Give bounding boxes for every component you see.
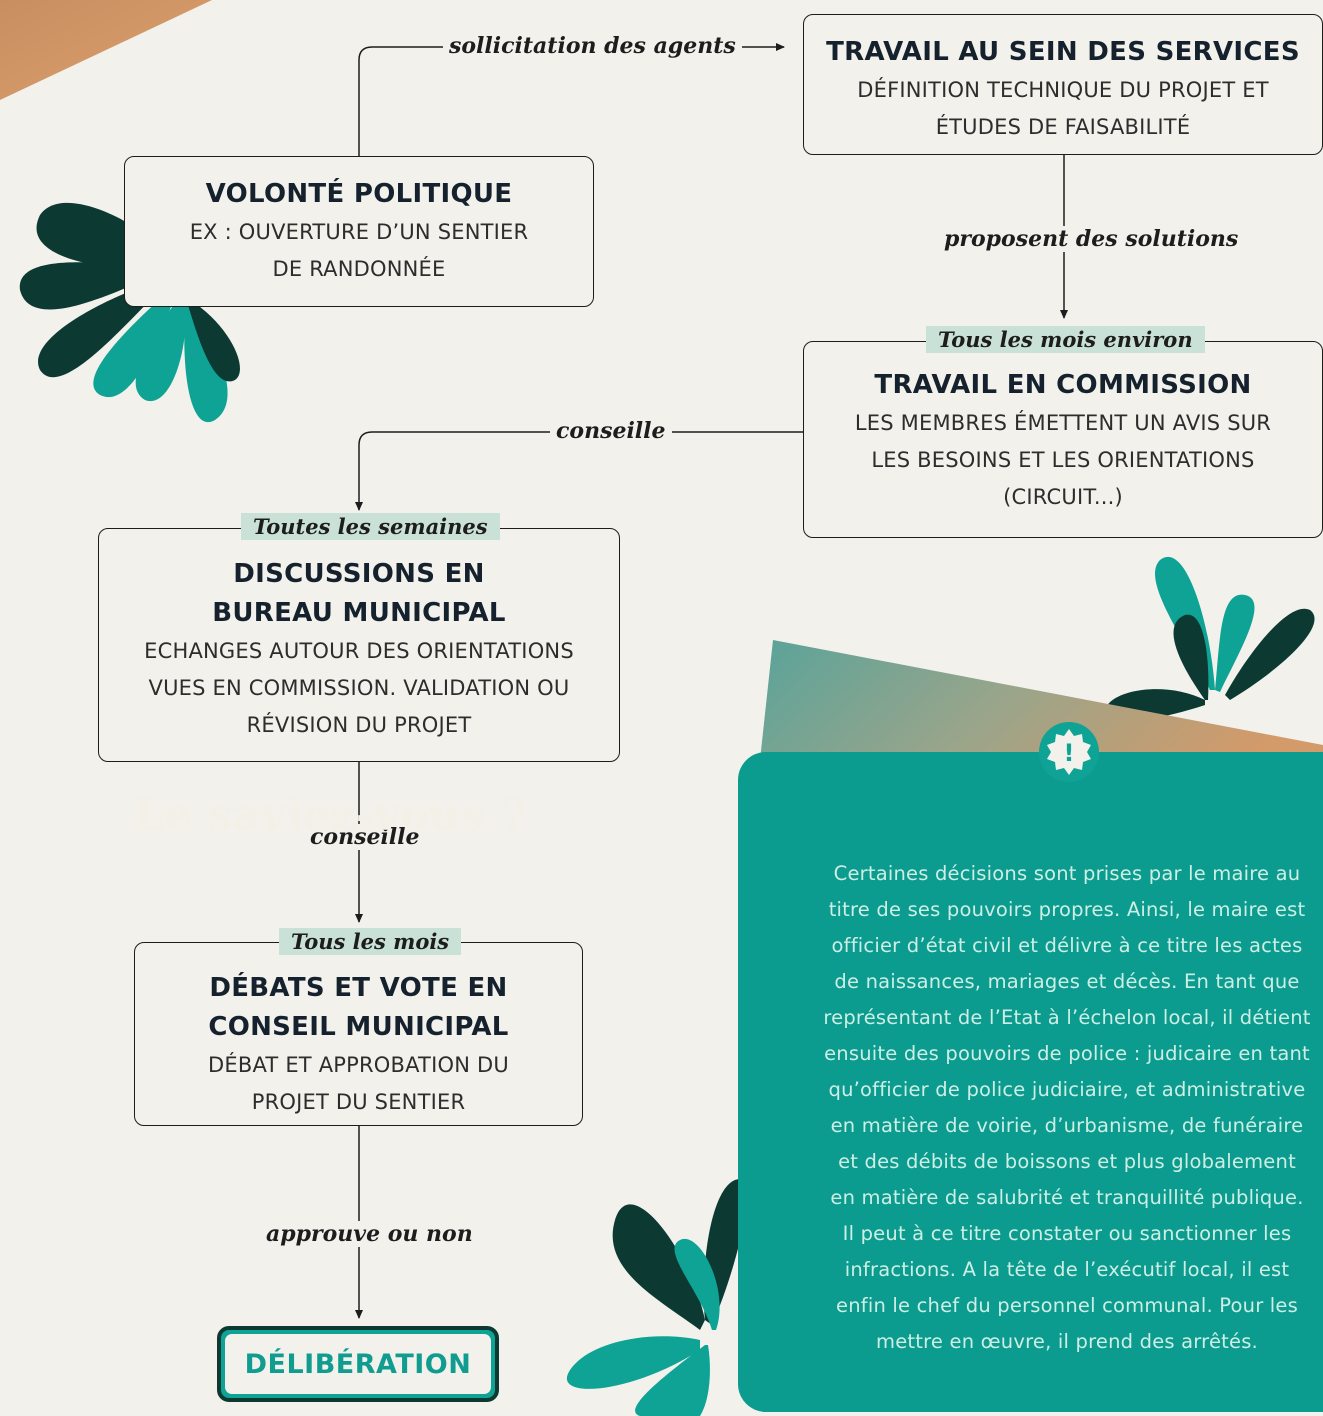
info-card [738,752,1323,1412]
edge-label-conseille-1: conseille [550,418,672,444]
edge-label-conseille-2: conseille [304,824,426,850]
node-desc-line: ÉTUDES DE FAISABILITÉ [935,114,1191,139]
node-title: VOLONTÉ POLITIQUE [205,179,513,209]
edge-label-sollicitation: sollicitation des agents [443,33,742,59]
node-title-line: BUREAU MUNICIPAL [212,598,506,628]
orange-corner [0,0,212,100]
node-title: TRAVAIL AU SEIN DES SERVICES [826,37,1300,67]
info-line: Certaines décisions sont prises par le m… [833,862,1301,885]
node-desc-line: PROJET DU SENTIER [251,1089,466,1114]
info-line: et des débits de boissons et plus global… [838,1150,1296,1173]
node-desc-line: RÉVISION DU PROJET [246,712,472,737]
frequency-tag-commission: Tous les mois environ [926,326,1205,353]
info-line: officier d’état civil et délivre à ce ti… [831,934,1303,957]
node-deliberation: DÉLIBÉRATION [217,1326,499,1402]
leaf-cluster-right [1104,556,1315,722]
info-line: en matière de voirie, d’urbanisme, de fu… [830,1114,1304,1137]
node-desc-line: DE RANDONNÉE [272,256,446,281]
edge-label-proposent: proposent des solutions [938,226,1245,252]
info-line: mettre en œuvre, il prend des arrêtés. [876,1330,1258,1353]
node-title-line: DÉBATS ET VOTE EN [209,973,508,1003]
node-volonte-politique: VOLONTÉ POLITIQUE EX : OUVERTURE D’UN SE… [124,156,594,307]
node-travail-services: TRAVAIL AU SEIN DES SERVICES DÉFINITION … [803,14,1323,155]
node-title-line: CONSEIL MUNICIPAL [208,1012,509,1042]
node-desc-line: LES MEMBRES ÉMETTENT UN AVIS SUR [854,411,1272,435]
node-travail-commission: TRAVAIL EN COMMISSION LES MEMBRES ÉMETTE… [803,341,1323,538]
node-title: DÉLIBÉRATION [225,1334,491,1394]
info-line: titre de ses pouvoirs propres. Ainsi, le… [828,898,1306,921]
node-desc-line: VUES EN COMMISSION. VALIDATION OU [148,675,570,700]
node-desc-line: EX : OUVERTURE D’UN SENTIER [189,220,529,244]
info-line: infractions. A la tête de l’exécutif loc… [844,1258,1290,1281]
alert-badge-glyph: ! [1064,739,1075,767]
info-line: représentant de l’Etat à l’échelon local… [823,1006,1311,1029]
node-desc-line: DÉBAT ET APPROBATION DU [208,1053,509,1077]
alert-badge-icon: ! [1039,722,1099,782]
info-line: Il peut à ce titre constater ou sanction… [842,1222,1292,1245]
info-line: enfin le chef du personnel communal. Pou… [836,1294,1298,1317]
node-bureau-municipal: DISCUSSIONS EN BUREAU MUNICIPAL ECHANGES… [98,528,620,762]
node-desc-line: LES BESOINS ET LES ORIENTATIONS [871,447,1255,472]
connector-conseille-1 [355,431,803,511]
connector-sollicitation [358,43,785,156]
edge-label-approuve: approuve ou non [260,1221,479,1247]
node-conseil-municipal: DÉBATS ET VOTE EN CONSEIL MUNICIPAL DÉBA… [134,942,583,1126]
node-desc-line: DÉFINITION TECHNIQUE DU PROJET ET [857,78,1269,102]
info-body: Certaines décisions sont prises par le m… [762,856,1323,1360]
node-title: TRAVAIL EN COMMISSION [874,370,1252,400]
info-line: ensuite des pouvoirs de police : judicai… [824,1042,1310,1065]
info-line: de naissances, mariages et décès. En tan… [834,970,1300,993]
frequency-tag-conseil: Tous les mois [279,928,462,955]
leaf-cluster-bottom [566,1179,747,1416]
info-title: Le saviez-vous ? [133,790,527,841]
node-desc-line: (CIRCUIT...) [1003,484,1123,509]
node-title-line: DISCUSSIONS EN [233,559,485,589]
frequency-tag-bureau: Toutes les semaines [241,513,500,540]
node-desc-line: ECHANGES AUTOUR DES ORIENTATIONS [144,639,574,663]
info-line: qu’officier de police judiciaire, et adm… [828,1078,1306,1101]
info-line: en matière de salubrité et tranquillité … [830,1186,1304,1209]
